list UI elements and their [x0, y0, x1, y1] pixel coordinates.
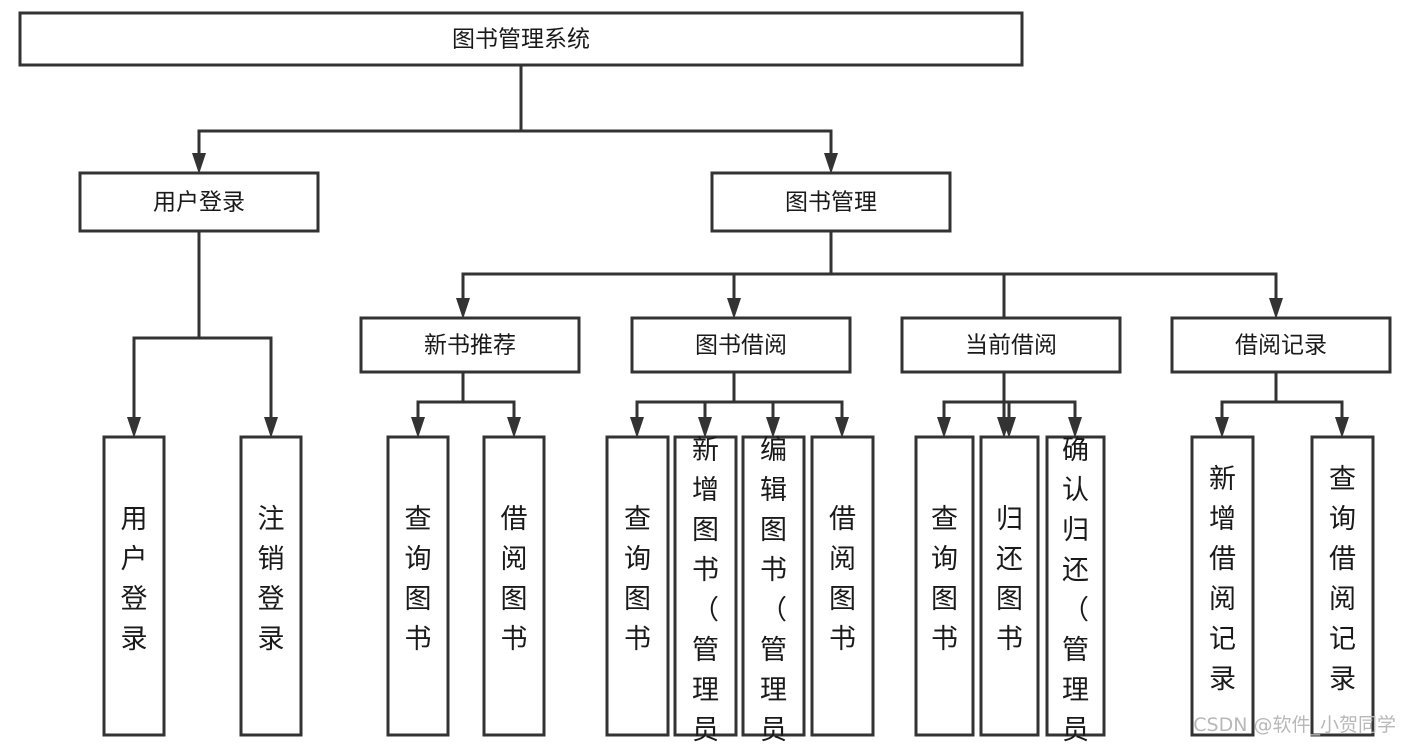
node-current-borrow[interactable]: 当前借阅: [900, 316, 1122, 374]
node-new-book-recommend[interactable]: 新书推荐: [359, 316, 581, 374]
connector-root-to-level2: [192, 63, 838, 174]
node-box-leaf-query-borrow-record[interactable]: [1310, 435, 1375, 737]
node-label-leaf-borrow-book-recommend: 借阅图书: [501, 504, 528, 655]
node-leaf-query-book-recommend[interactable]: 查询图书: [386, 435, 450, 737]
connector-user-login-to-leaves: [127, 229, 278, 438]
node-box-leaf-query-book-recommend[interactable]: [386, 435, 450, 737]
node-box-book-management[interactable]: [710, 171, 952, 233]
node-label-leaf-query-book-borrow: 查询图书: [624, 504, 651, 655]
node-system[interactable]: 图书管理系统: [18, 11, 1024, 67]
node-leaf-return-book[interactable]: 归还图书: [979, 435, 1040, 737]
node-box-leaf-return-book[interactable]: [979, 435, 1040, 737]
node-label-leaf-add-book-admin: 新增图书（管理员）: [692, 435, 719, 747]
csdn-watermark: CSDN @软件_小贺同学: [1193, 714, 1396, 736]
node-borrow-record[interactable]: 借阅记录: [1170, 316, 1392, 374]
node-label-leaf-edit-book-admin: 编辑图书（管理员）: [760, 435, 787, 747]
node-box-borrow-record[interactable]: [1170, 316, 1392, 374]
node-leaf-edit-book-admin[interactable]: 编辑图书（管理员）: [741, 435, 806, 747]
node-leaf-query-borrow-record[interactable]: 查询借阅记录: [1310, 435, 1375, 737]
node-box-current-borrow[interactable]: [900, 316, 1122, 374]
node-label-leaf-user-login: 用户登录: [121, 504, 148, 655]
node-leaf-user-login[interactable]: 用户登录: [102, 435, 166, 737]
node-label-leaf-confirm-return-admin: 确认归还（管理员）: [1062, 435, 1089, 747]
node-box-leaf-add-book-admin[interactable]: [673, 435, 738, 737]
node-label-borrow-record: 借阅记录: [1235, 333, 1327, 359]
node-label-leaf-query-book-current: 查询图书: [931, 504, 958, 655]
node-label-new-book-recommend: 新书推荐: [424, 333, 516, 359]
node-book-management[interactable]: 图书管理: [710, 171, 952, 233]
node-box-leaf-add-borrow-record[interactable]: [1190, 435, 1255, 737]
node-label-system: 图书管理系统: [452, 27, 590, 53]
node-label-book-management: 图书管理: [785, 190, 877, 216]
connector-borrow-to-leaves: [630, 370, 849, 438]
node-boxes: 图书管理系统用户登录图书管理新书推荐图书借阅当前借阅借阅记录用户登录注销登录查询…: [18, 11, 1392, 747]
node-box-user-login[interactable]: [78, 171, 320, 233]
node-leaf-add-borrow-record[interactable]: 新增借阅记录: [1190, 435, 1255, 737]
node-leaf-query-book-current[interactable]: 查询图书: [914, 435, 975, 737]
node-box-book-borrow[interactable]: [630, 316, 852, 374]
node-label-book-borrow: 图书借阅: [695, 333, 787, 359]
connector-recommend-to-leaves: [411, 370, 521, 438]
node-label-leaf-query-book-recommend: 查询图书: [405, 504, 432, 655]
node-box-leaf-borrow-book[interactable]: [810, 435, 875, 737]
node-label-leaf-logout: 注销登录: [258, 504, 285, 655]
node-box-new-book-recommend[interactable]: [359, 316, 581, 374]
connector-record-to-leaves: [1215, 370, 1349, 438]
connector-current-to-leaves: [937, 370, 1082, 438]
node-label-current-borrow: 当前借阅: [965, 333, 1057, 359]
node-box-leaf-logout[interactable]: [239, 435, 303, 737]
node-user-login[interactable]: 用户登录: [78, 171, 320, 233]
node-leaf-query-book-borrow[interactable]: 查询图书: [605, 435, 670, 737]
node-box-leaf-query-book-borrow[interactable]: [605, 435, 670, 737]
node-leaf-borrow-book[interactable]: 借阅图书: [810, 435, 875, 737]
node-leaf-borrow-book-recommend[interactable]: 借阅图书: [482, 435, 546, 737]
node-box-leaf-edit-book-admin[interactable]: [741, 435, 806, 737]
node-label-leaf-borrow-book: 借阅图书: [829, 504, 856, 655]
node-box-leaf-borrow-book-recommend[interactable]: [482, 435, 546, 737]
node-label-leaf-query-borrow-record: 查询借阅记录: [1329, 464, 1356, 695]
node-box-leaf-user-login[interactable]: [102, 435, 166, 737]
node-label-leaf-add-borrow-record: 新增借阅记录: [1209, 464, 1236, 695]
node-box-leaf-confirm-return-admin[interactable]: [1045, 435, 1106, 737]
node-box-leaf-query-book-current[interactable]: [914, 435, 975, 737]
node-label-user-login: 用户登录: [153, 190, 245, 216]
node-leaf-confirm-return-admin[interactable]: 确认归还（管理员）: [1045, 435, 1106, 747]
node-book-borrow[interactable]: 图书借阅: [630, 316, 852, 374]
node-box-system[interactable]: [18, 11, 1024, 67]
node-leaf-logout[interactable]: 注销登录: [239, 435, 303, 737]
connector-edges: [127, 63, 1349, 438]
node-leaf-add-book-admin[interactable]: 新增图书（管理员）: [673, 435, 738, 747]
node-label-leaf-return-book: 归还图书: [996, 504, 1023, 655]
